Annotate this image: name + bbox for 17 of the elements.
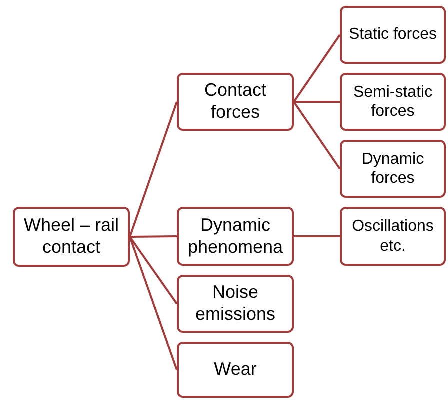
- category-box: Noise emissions: [177, 275, 294, 333]
- category-box: Oscillations etc.: [340, 207, 446, 266]
- category-box: Contact forces: [177, 73, 294, 131]
- connector-line: [130, 236, 178, 238]
- category-box: Dynamic forces: [340, 140, 446, 198]
- category-box: Wear: [177, 342, 294, 398]
- connector-line: [294, 236, 340, 238]
- connector-line: [293, 34, 341, 103]
- category-box: Dynamic phenomena: [177, 207, 294, 266]
- connector-line: [293, 101, 341, 170]
- connector-line: [129, 236, 178, 305]
- connector-line: [129, 102, 178, 238]
- category-box: Semi-static forces: [340, 73, 446, 131]
- connector-line: [129, 236, 178, 370]
- connector-line: [294, 101, 340, 103]
- category-box: Wheel – rail contact: [13, 207, 130, 267]
- category-box: Static forces: [340, 6, 446, 64]
